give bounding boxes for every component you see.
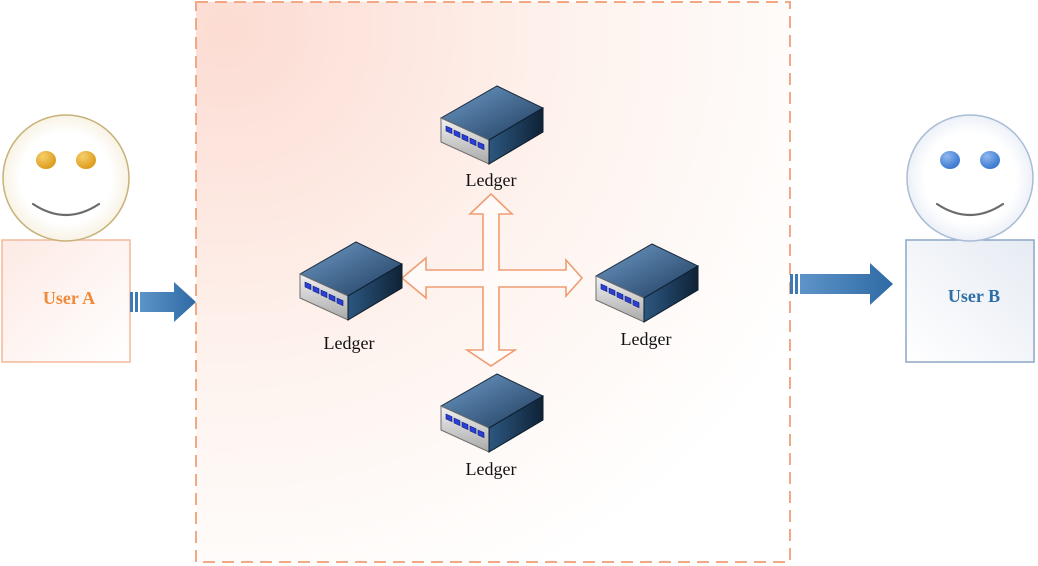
ledger-bottom-label: Ledger <box>465 459 517 479</box>
user-a-box <box>1 239 131 363</box>
flow-arrow-in <box>130 282 196 322</box>
user-a <box>1 114 131 363</box>
ledger-right-label: Ledger <box>620 329 672 349</box>
flow-arrow-out <box>790 263 893 305</box>
ledger-top-label: Ledger <box>465 170 517 190</box>
user-b <box>905 114 1035 363</box>
smiley-face-icon <box>906 114 1034 242</box>
user-b-box <box>905 239 1035 363</box>
ledger-left-label: Ledger <box>323 333 375 353</box>
user-a-label: User A <box>42 288 96 308</box>
user-b-label: User B <box>947 286 1001 306</box>
smiley-face-icon <box>2 114 130 242</box>
